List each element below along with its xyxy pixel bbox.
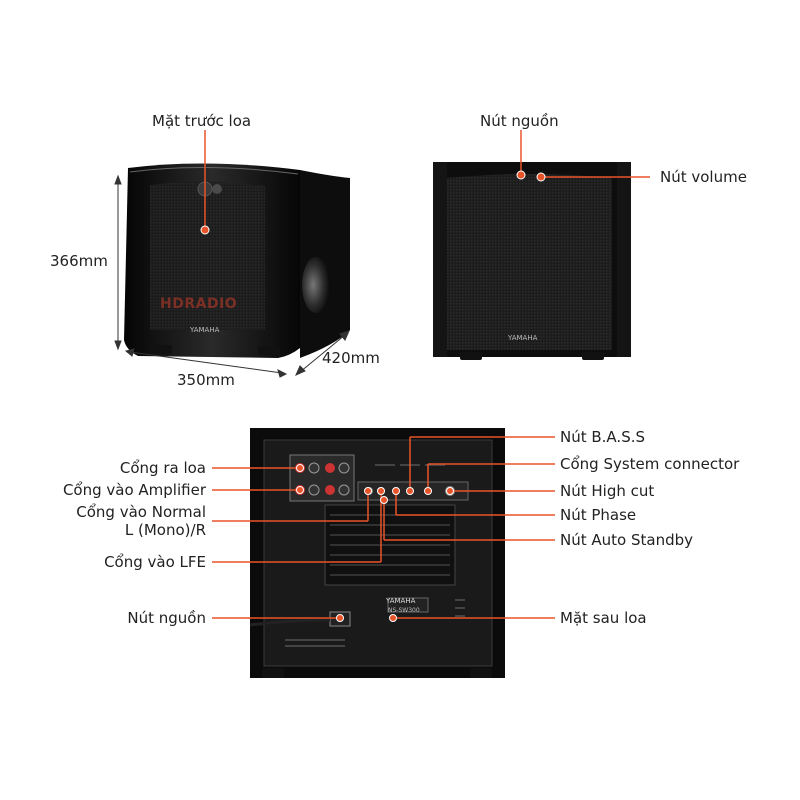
phase-label: Nút Phase <box>560 506 637 524</box>
system-connector-label: Cổng System connector <box>560 455 740 473</box>
rear-model: NS-SW300 <box>388 607 420 614</box>
speaker-output-label: Cổng ra loa <box>119 459 206 477</box>
front-speaker-image <box>124 163 350 358</box>
rear-power-label: Nút nguồn <box>127 609 206 627</box>
depth-dimension: 420mm <box>322 349 380 367</box>
normal-input-label: Cổng vào Normal <box>76 503 206 521</box>
amplifier-input-label: Cổng vào Amplifier <box>62 481 206 499</box>
bass-button-label: Nút B.A.S.S <box>560 428 646 446</box>
normal-input-channel-label: L (Mono)/R <box>124 521 206 539</box>
watermark: HDRADIO <box>160 296 238 312</box>
lfe-input-label: Cổng vào LFE <box>104 553 206 571</box>
height-dimension: 366mm <box>50 252 108 270</box>
grille-speaker-image <box>433 162 631 360</box>
power-button-label: Nút nguồn <box>480 112 559 130</box>
rear-face-label: Mặt sau loa <box>560 609 647 627</box>
grille-brand: YAMAHA <box>508 334 538 342</box>
rear-speaker-image <box>249 428 505 678</box>
high-cut-label: Nút High cut <box>560 482 655 500</box>
volume-knob-label: Nút volume <box>660 168 747 186</box>
width-dimension: 350mm <box>177 371 235 389</box>
callout-lines <box>204 130 650 619</box>
rear-brand: YAMAHA <box>386 597 416 605</box>
callout-dots <box>200 170 546 622</box>
front-face-label: Mặt trước loa <box>152 112 252 130</box>
auto-standby-label: Nút Auto Standby <box>560 531 693 549</box>
dimension-lines <box>114 174 350 378</box>
front-brand: YAMAHA <box>190 326 220 334</box>
